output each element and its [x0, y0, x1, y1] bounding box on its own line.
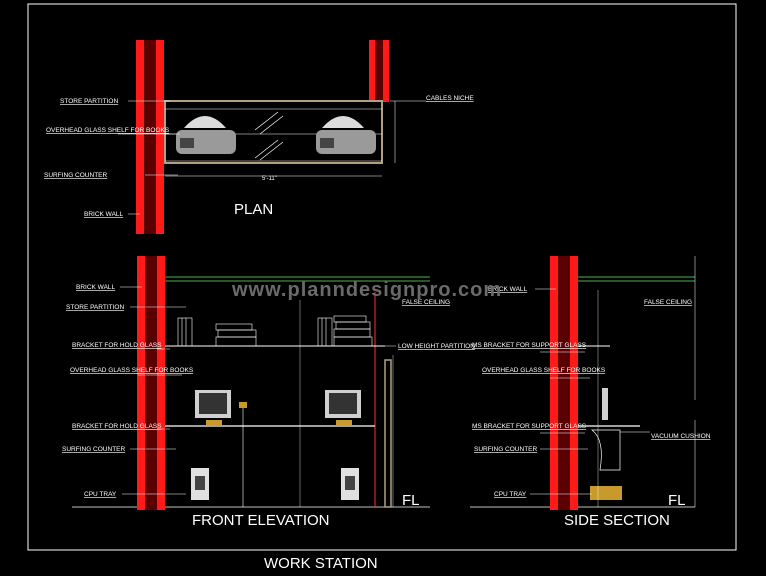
ss-label-ms-bracket: MS BRACKET FOR SUPPORT GLASS — [472, 342, 587, 349]
drawing-border — [27, 3, 737, 551]
watermark: www.planndesignpro.com — [231, 279, 502, 301]
ss-label-cpu-tray: CPU TRAY — [494, 491, 527, 498]
fe-monitor-right — [325, 390, 361, 425]
fe-label-store-partition: STORE PARTITION — [66, 304, 124, 311]
plan-label-overhead-glass: OVERHEAD GLASS SHELF FOR BOOKS — [46, 127, 170, 134]
ss-label-brick-wall: BRICK WALL — [488, 286, 528, 293]
fe-label-cpu-tray: CPU TRAY — [84, 491, 117, 498]
ss-monitor — [602, 388, 608, 420]
fe-low-partition — [384, 359, 392, 508]
plan-label-cables-niche: CABLES NICHE — [426, 95, 474, 102]
plan-dimension: 5'-11" — [262, 176, 277, 182]
front-elevation-view: BRICK WALL STORE PARTITION BRACKET FOR H… — [62, 256, 475, 529]
ss-fl-marker: FL — [668, 492, 686, 509]
fe-monitor-left — [195, 390, 231, 425]
drawing-title: WORK STATION — [264, 555, 378, 572]
ss-label-false-ceiling: FALSE CEILING — [644, 299, 692, 306]
plan-label-surfing-counter: SURFING COUNTER — [44, 172, 108, 179]
plan-counter — [164, 100, 383, 164]
ss-label-ms-bracket-2: MS BRACKET FOR SUPPORT GLASS — [472, 423, 587, 430]
side-section-view: BRICK WALL MS BRACKET FOR SUPPORT GLASS … — [470, 256, 711, 529]
plan-monitor-right — [316, 116, 376, 154]
fe-label-brick-wall: BRICK WALL — [76, 284, 116, 291]
fe-label-low-partition: LOW HEIGHT PARTITION — [398, 343, 475, 350]
fe-cpu-right — [341, 468, 359, 500]
ss-label-surfing-counter: SURFING COUNTER — [474, 446, 538, 453]
fe-books-right — [317, 315, 373, 347]
plan-title: PLAN — [234, 201, 273, 218]
fe-books-left — [177, 317, 257, 347]
fe-label-false-ceiling: FALSE CEILING — [402, 299, 450, 306]
fe-title: FRONT ELEVATION — [192, 512, 330, 529]
fe-label-bracket-glass-2: BRACKET FOR HOLD GLASS — [72, 423, 162, 430]
ss-cpu-tray — [590, 486, 622, 500]
fe-cpu-left — [191, 468, 209, 500]
fe-label-overhead-glass: OVERHEAD GLASS SHELF FOR BOOKS — [70, 367, 194, 374]
plan-view: 5'-11" STORE PARTITION OVERHEAD GLASS SH… — [44, 40, 474, 234]
fe-label-surfing-counter: SURFING COUNTER — [62, 446, 126, 453]
plan-label-brick-wall: BRICK WALL — [84, 211, 124, 218]
ss-label-overhead-glass: OVERHEAD GLASS SHELF FOR BOOKS — [482, 367, 606, 374]
fe-label-bracket-glass: BRACKET FOR HOLD GLASS — [72, 342, 162, 349]
plan-monitor-left — [176, 116, 236, 154]
fe-fl-marker: FL — [402, 492, 420, 509]
ss-label-vacuum-cushion: VACUUM CUSHION — [651, 433, 711, 440]
ss-title: SIDE SECTION — [564, 512, 670, 529]
plan-label-store-partition: STORE PARTITION — [60, 98, 118, 105]
